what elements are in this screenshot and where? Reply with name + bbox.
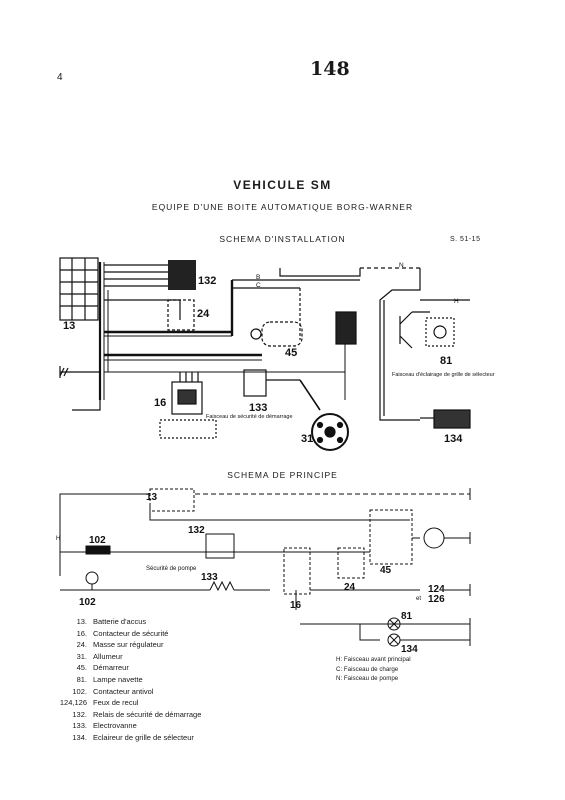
legend-item: 133. Electrovanne [42,720,201,732]
label-B: B [256,274,260,281]
legend-number: 102. [72,686,87,696]
principle-label-124: 124 [428,584,445,595]
label-81: 81 [440,355,452,367]
legend-number: 13. [76,617,87,626]
principle-label-132: 132 [188,525,205,536]
principle-label-et: et [416,596,421,602]
legend-text: Electrovanne [93,721,137,731]
diagram-reference: S. 51-15 [450,236,481,243]
ignition-coil [335,311,357,345]
shuttle-lamp-81 [425,317,455,347]
harness-notes: H: Faisceau avant principal C: Faisceau d… [336,655,411,684]
harness-note: C: Faisceau de charge [336,665,399,673]
principle-battery-13 [149,488,195,512]
legend-number: 31. [76,651,87,661]
legend-item: 45. Démarreur [42,662,201,674]
legend-number: 24. [76,640,87,650]
distributor-31 [311,413,349,451]
legend-item: 124,126 Feux de recul [42,697,201,709]
document-subtitle: EQUIPE D'UNE BOITE AUTOMATIQUE BORG-WARN… [151,202,414,212]
principle-label-81: 81 [401,611,413,622]
label-132: 132 [198,275,216,287]
legend-text: Lampe navette [93,674,143,684]
legend-number: 133. [72,721,87,731]
principle-label-13: 13 [146,492,158,503]
legend-item: 31. Allumeur [42,651,201,663]
principle-label-16: 16 [290,600,302,611]
label-16: 16 [154,397,166,409]
legend-item: 24. Masse sur régulateur [42,639,201,651]
component-legend: 13. Batterie d'accus 16. Contacteur de sécu… [42,616,202,744]
label-24: 24 [197,308,210,320]
label-134: 134 [444,433,463,445]
legend-item: 132. Relais de sécurité de démarrage [42,709,201,721]
legend-number: 134. [72,732,87,742]
relay-132 [168,260,196,290]
principle-label-H: H [56,536,60,542]
legend-item: 81. Lampe navette [42,674,201,686]
principle-key-102a [85,545,111,555]
starter-45 [261,321,303,347]
principle-contactor-16 [283,547,311,595]
selector-illuminator-134 [433,409,471,429]
legend-number: 81. [76,674,87,684]
principle-relay-132 [205,533,235,559]
legend-item: 102. Contacteur antivol [42,686,201,698]
principle-label-102b: 102 [79,597,96,608]
regulator-24 [167,299,195,331]
principle-label-102a: 102 [89,535,106,546]
battery-fusebox-13 [59,257,99,321]
label-45: 45 [285,347,297,359]
principle-label-126: 126 [428,594,445,605]
label-N: N [399,262,404,269]
principle-label-24: 24 [344,582,356,593]
legend-text: Relais de sécurité de démarrage [93,709,202,719]
label-13: 13 [63,320,75,332]
principle-label-133: 133 [201,572,218,583]
electrovalve-133 [243,369,267,397]
legend-number: 124,126 [59,698,87,708]
harness-safety-label: Faisceau de sécurité de démarrage [206,414,293,420]
label-133: 133 [249,402,267,414]
legend-number: 132. [72,709,87,719]
principle-starter-45 [369,509,413,565]
legend-number: 45. [76,663,87,673]
legend-text: Feux de recul [93,698,139,708]
safety-contactor-16 [171,381,203,415]
principle-label-45: 45 [380,565,392,576]
legend-text: Masse sur régulateur [93,640,164,650]
harness-note: H: Faisceau avant principal [336,656,411,663]
page-number: 4 [57,72,63,83]
legend-item: 16. Contacteur de sécurité [42,628,201,640]
legend-item: 134. Eclaireur de grille de sélecteur [42,732,201,744]
principle-key-102b [85,571,99,585]
legend-text: Démarreur [93,663,129,673]
legend-item: 13. Batterie d'accus [42,616,201,628]
legend-text: Contacteur de sécurité [93,628,169,638]
legend-text: Contacteur antivol [93,686,154,696]
legend-text: Batterie d'accus [93,617,147,626]
principle-regulator-24 [337,547,365,579]
harness-illumination-label: Faisceau d'éclairage de grille de sélect… [392,372,495,378]
document-title: VEHICULE SM [233,178,332,192]
label-31: 31 [301,433,313,445]
installation-heading: SCHEMA D'INSTALLATION [219,234,346,244]
legend-number: 16. [76,628,87,638]
legend-text: Allumeur [93,651,123,661]
handwritten-page-number: 148 [310,58,350,80]
principle-heading: SCHEMA DE PRINCIPE [227,470,338,480]
principle-label-134: 134 [401,644,418,655]
label-H: H [454,298,459,305]
pump-safety-label: Sécurité de pompe [146,566,197,572]
legend-text: Eclaireur de grille de sélecteur [93,732,194,742]
label-C: C [256,282,261,289]
harness-note: N: Faisceau de pompe [336,675,399,682]
